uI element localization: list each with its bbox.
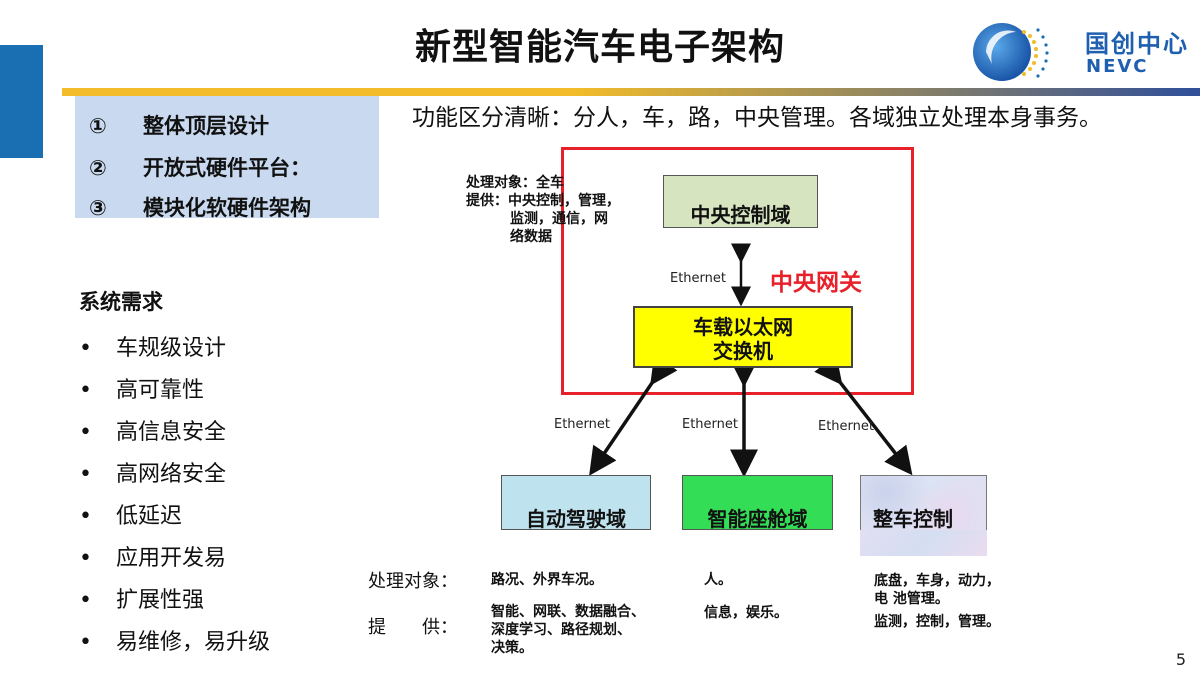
row-label-provide: 提 供：: [368, 617, 458, 638]
requirement-text: 低延迟: [116, 504, 183, 529]
adas-provide-line: 智能、网联、数据融合、: [491, 604, 645, 620]
principle-number: ②: [89, 156, 107, 180]
central-control-domain: 中央控制域: [663, 175, 818, 228]
principle-item: ② 开放式硬件平台：: [89, 152, 311, 182]
adas-object: 路况、外界车况。: [491, 572, 603, 588]
smart-cockpit-domain: 智能座舱域: [682, 475, 833, 531]
ethernet-label: Ethernet: [818, 419, 874, 434]
adas-provide: 智能、网联、数据融合、 深度学习、路径规划、 决策。: [491, 603, 645, 657]
bullet: •: [79, 546, 92, 571]
requirement-item: • 应用开发易: [79, 540, 226, 572]
vehicle-control-texture: [860, 530, 987, 556]
principle-item: ③ 模块化软硬件架构: [89, 192, 311, 222]
central-note-line: 络数据: [510, 229, 552, 245]
bullet: •: [79, 336, 92, 361]
requirement-text: 应用开发易: [116, 546, 227, 571]
principle-text: 整体顶层设计: [143, 114, 269, 138]
logo-globe-icon: [973, 23, 1049, 81]
switch-label-line: 车载以太网: [693, 315, 793, 339]
body-object: 底盘，车身，动力， 电 池管理。: [874, 572, 1000, 608]
vehicle-control-domain: 整车控制: [860, 475, 987, 531]
body-object-line: 电 池管理。: [874, 591, 949, 607]
nevc-logo: [972, 18, 1192, 84]
cockpit-provide: 信息，娱乐。: [704, 605, 788, 621]
requirement-item: • 车规级设计: [79, 330, 226, 362]
autonomous-driving-domain: 自动驾驶域: [501, 475, 651, 531]
switch-label-line: 交换机: [713, 339, 773, 363]
requirement-text: 高可靠性: [116, 378, 205, 403]
requirement-item: • 高网络安全: [79, 456, 226, 488]
cockpit-object: 人。: [704, 572, 732, 588]
bullet: •: [79, 588, 92, 613]
principle-text: 开放式硬件平台：: [143, 156, 311, 180]
requirement-item: • 易维修，易升级: [79, 624, 270, 656]
requirement-item: • 高可靠性: [79, 372, 204, 404]
header-divider: [62, 88, 1200, 96]
ethernet-switch: 车载以太网 交换机: [633, 306, 853, 368]
central-note: 处理对象：全车 提供：中央控制，管理， 监测，通信，网 络数据: [466, 174, 620, 246]
ethernet-label: Ethernet: [554, 417, 610, 432]
principle-item: ① 整体顶层设计: [89, 110, 269, 140]
adas-provide-line: 深度学习、路径规划、: [491, 622, 631, 638]
central-gateway-label: 中央网关: [770, 270, 862, 296]
functional-description: 功能区分清晰：分人，车，路，中央管理。各域独立处理本身事务。: [412, 105, 1102, 131]
principles-box: ① 整体顶层设计 ② 开放式硬件平台： ③ 模块化软硬件架构: [75, 96, 379, 220]
left-accent-bar: [0, 45, 43, 158]
requirement-item: • 高信息安全: [79, 414, 226, 446]
ethernet-label: Ethernet: [682, 417, 738, 432]
body-provide: 监测，控制，管理。: [874, 614, 1000, 630]
requirement-text: 高网络安全: [116, 462, 227, 487]
requirement-text: 车规级设计: [116, 336, 227, 361]
requirement-item: • 扩展性强: [79, 582, 204, 614]
bullet: •: [79, 420, 92, 445]
slide-title: 新型智能汽车电子架构: [414, 27, 785, 68]
requirements-title: 系统需求: [79, 290, 163, 314]
page-number: 5: [1175, 650, 1186, 669]
body-object-line: 底盘，车身，动力，: [874, 573, 1000, 589]
arrow-switch-body: [814, 354, 913, 476]
requirement-item: • 低延迟: [79, 498, 182, 530]
requirement-text: 高信息安全: [116, 420, 227, 445]
arrow-switch-adas: [589, 354, 678, 476]
principle-text: 模块化软硬件架构: [143, 196, 311, 220]
central-note-line: 监测，通信，网: [510, 211, 608, 227]
requirement-text: 扩展性强: [116, 588, 205, 613]
bullet: •: [79, 504, 92, 529]
adas-provide-line: 决策。: [491, 640, 533, 656]
bullet: •: [79, 462, 92, 487]
central-note-line: 提供：中央控制，管理，: [466, 193, 620, 209]
principle-number: ③: [89, 196, 107, 220]
principle-number: ①: [89, 114, 107, 138]
logo-text-cn: 国创中心: [1085, 30, 1189, 58]
logo-text-en: NEVC: [1086, 56, 1149, 77]
central-note-line: 处理对象：全车: [466, 175, 564, 191]
requirement-text: 易维修，易升级: [116, 630, 271, 655]
row-label-object: 处理对象：: [368, 571, 458, 592]
ethernet-label: Ethernet: [670, 271, 726, 286]
bullet: •: [79, 378, 92, 403]
bullet: •: [79, 630, 92, 655]
